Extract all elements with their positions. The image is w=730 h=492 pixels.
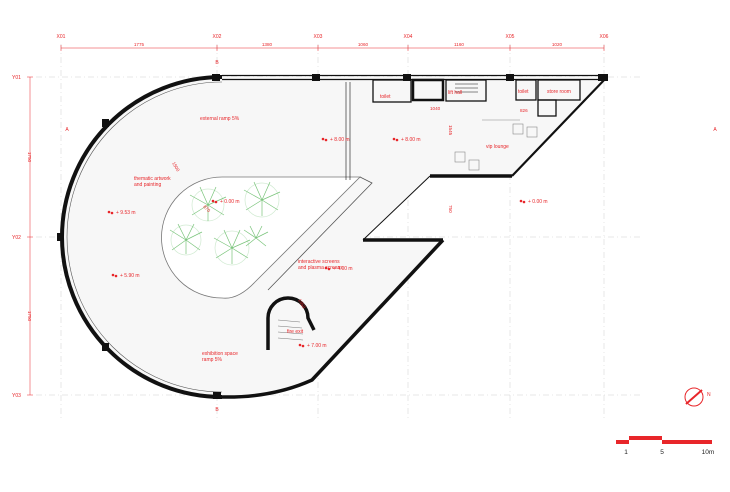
scale-bar: 1 5 10m [616, 436, 714, 456]
level-mark: + 4.00 m [324, 266, 353, 272]
dim-inner-7: 1650 [297, 298, 307, 310]
dim-top-1: 1775 [134, 42, 145, 47]
svg-text:+ 0.00 m: + 0.00 m [528, 199, 548, 205]
svg-text:+ 7.00 m: + 7.00 m [307, 343, 327, 349]
level-mark: + 8.00 m [392, 137, 421, 143]
axis-y03: Y03 [12, 393, 21, 399]
service-core [345, 78, 581, 180]
svg-text:+ 4.00 m: + 4.00 m [333, 266, 353, 272]
dim-top-3: 1060 [358, 42, 369, 47]
column-markers [57, 119, 221, 399]
axis-y01: Y01 [12, 75, 21, 81]
level-marks: + 8.00 m + 8.00 m + 0.00 m + 9.53 m + 4.… [107, 137, 548, 349]
scale-label-10m: 10m [702, 449, 715, 456]
svg-text:+ 8.00 m: + 8.00 m [330, 137, 350, 143]
dim-inner-4: 750 [448, 205, 453, 213]
section-mark-b-top: B [215, 60, 219, 66]
section-mark-b-bottom: B [215, 407, 219, 413]
dimension-values: 1775 1380 1060 1160 1020 1750 1750 [27, 42, 563, 322]
dim-top-5: 1020 [552, 42, 563, 47]
label-store-room: store room [547, 89, 571, 95]
label-interactive-1: interactive screens [298, 259, 340, 265]
label-interactive-2: and plasma screens [298, 265, 343, 271]
axis-x04: X04 [404, 34, 413, 40]
scale-label-1: 1 [624, 449, 628, 456]
dim-inner-3: 1545 [448, 125, 453, 136]
label-thematic-1: thematic artwork [134, 176, 171, 182]
right-diagonal-wall [511, 76, 608, 177]
axis-x02: X02 [213, 34, 222, 40]
label-exhibition-1: exhibition space [202, 351, 238, 357]
label-vip-lounge: vip lounge [486, 144, 509, 150]
axis-x03: X03 [314, 34, 323, 40]
dim-top-4: 1160 [454, 42, 464, 47]
axis-x05: X05 [506, 34, 515, 40]
courtyard-palms [169, 181, 281, 266]
level-mark: + 7.00 m [298, 343, 327, 349]
inner-dimensions: 1040 826 1545 750 1500 870 1650 [171, 106, 528, 310]
north-label: N [707, 392, 711, 398]
dim-inner-2: 826 [520, 108, 528, 113]
floor-area [61, 77, 607, 398]
label-fire-exit: fire exit [287, 329, 304, 335]
dim-left-2: 1750 [27, 311, 32, 322]
svg-text:+ 8.00 m: + 8.00 m [401, 137, 421, 143]
dim-inner-5: 1500 [171, 161, 181, 173]
scale-label-5: 5 [660, 449, 664, 456]
label-toilet-small: toilet [518, 89, 529, 95]
label-external-ramp: external ramp 5% [200, 116, 240, 122]
axis-y02: Y02 [12, 235, 21, 241]
bottom-curved-wall [221, 238, 445, 399]
room-labels: external ramp 5% toilet lift hall toilet… [134, 89, 571, 363]
label-lift-hall: lift hall [448, 90, 462, 96]
label-exhibition-2: ramp 5% [202, 357, 223, 363]
level-mark: + 5.90 m [111, 273, 140, 279]
level-mark: + 8.00 m [321, 137, 350, 143]
svg-text:+ 5.90 m: + 5.90 m [120, 273, 140, 279]
vip-furniture [454, 119, 538, 171]
axis-x01: X01 [57, 34, 66, 40]
dim-inner-1: 1040 [430, 106, 441, 111]
level-mark: + 0.00 m [519, 199, 548, 205]
section-mark-a-right: A [713, 127, 717, 133]
label-toilet: toilet [380, 94, 391, 100]
dim-top-2: 1380 [262, 42, 273, 47]
fire-exit-stair [266, 296, 316, 350]
axis-x06: X06 [600, 34, 609, 40]
svg-text:+ 9.53 m: + 9.53 m [116, 210, 136, 216]
dim-inner-6: 870 [202, 204, 211, 213]
top-dimension-line [27, 45, 605, 396]
section-mark-a-left: A [65, 127, 69, 133]
label-thematic-2: and painting [134, 182, 161, 188]
section-markers: B B A A [65, 60, 717, 413]
axis-labels: X01 X02 X03 X04 X05 X06 Y01 Y02 Y03 [12, 34, 609, 399]
north-arrow: N [684, 387, 711, 407]
dim-left-1: 1750 [27, 152, 32, 163]
level-mark: + 9.53 m [107, 210, 136, 216]
level-mark: + 0.00 m [211, 199, 240, 205]
svg-text:+ 0.00 m: + 0.00 m [220, 199, 240, 205]
